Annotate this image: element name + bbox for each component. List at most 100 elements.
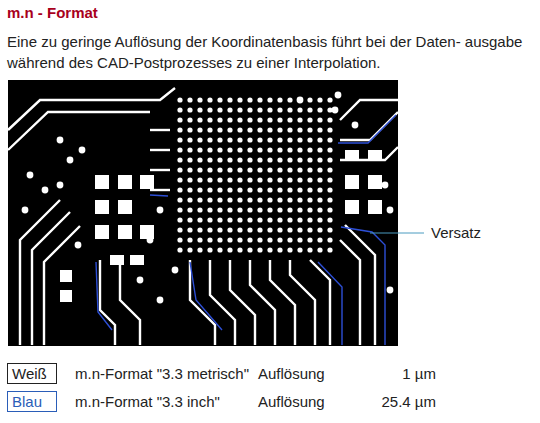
via	[332, 107, 339, 114]
bga-ball	[177, 127, 182, 132]
bga-ball	[187, 197, 192, 202]
bga-ball	[257, 247, 262, 252]
bga-ball	[227, 167, 232, 172]
bga-ball	[197, 137, 202, 142]
bga-ball	[177, 187, 182, 192]
bga-ball	[257, 117, 262, 122]
bga-ball	[317, 247, 322, 252]
bga-ball	[317, 147, 322, 152]
bga-ball	[317, 127, 322, 132]
bga-ball	[257, 237, 262, 242]
via	[297, 97, 304, 104]
via	[22, 207, 29, 214]
bga-ball	[307, 127, 312, 132]
bga-ball	[237, 107, 242, 112]
bga-ball	[227, 237, 232, 242]
bga-ball	[277, 97, 282, 102]
bga-ball	[267, 97, 272, 102]
bga-ball	[257, 167, 262, 172]
bga-ball	[217, 167, 222, 172]
bga-ball	[277, 247, 282, 252]
bga-ball	[317, 207, 322, 212]
bga-ball	[187, 97, 192, 102]
bga-ball	[307, 97, 312, 102]
key-box: Blau	[7, 391, 57, 412]
bga-ball	[227, 227, 232, 232]
bga-ball	[217, 237, 222, 242]
bga-ball	[257, 187, 262, 192]
bga-ball	[297, 97, 302, 102]
bga-ball	[227, 127, 232, 132]
bga-ball	[217, 197, 222, 202]
bga-ball	[297, 117, 302, 122]
bga-ball	[287, 157, 292, 162]
bga-ball	[327, 127, 332, 132]
bga-ball	[277, 187, 282, 192]
bga-ball	[247, 127, 252, 132]
bga-ball	[187, 207, 192, 212]
via	[75, 242, 82, 249]
bga-ball	[277, 197, 282, 202]
bga-ball	[267, 207, 272, 212]
bga-ball	[217, 107, 222, 112]
bga-ball	[237, 217, 242, 222]
bga-ball	[237, 167, 242, 172]
bga-ball	[247, 247, 252, 252]
bga-ball	[217, 117, 222, 122]
bga-ball	[287, 247, 292, 252]
bga-ball	[187, 227, 192, 232]
bga-ball	[217, 157, 222, 162]
bga-ball	[187, 247, 192, 252]
bga-ball	[267, 187, 272, 192]
bga-ball	[217, 147, 222, 152]
bga-ball	[257, 207, 262, 212]
bga-ball	[267, 147, 272, 152]
bga-ball	[317, 177, 322, 182]
bga-ball	[297, 187, 302, 192]
bga-ball	[327, 157, 332, 162]
bga-ball	[187, 237, 192, 242]
bga-ball	[207, 207, 212, 212]
via	[57, 137, 64, 144]
bga-ball	[177, 167, 182, 172]
bga-ball	[187, 137, 192, 142]
bga-ball	[287, 207, 292, 212]
bga-ball	[267, 177, 272, 182]
leader-line	[370, 233, 424, 234]
bga-ball	[277, 217, 282, 222]
bga-ball	[287, 177, 292, 182]
bga-ball	[327, 147, 332, 152]
bga-ball	[197, 167, 202, 172]
bga-ball	[217, 127, 222, 132]
bga-ball	[317, 97, 322, 102]
bga-ball	[277, 157, 282, 162]
bga-ball	[207, 127, 212, 132]
bga-ball	[197, 127, 202, 132]
bga-ball	[207, 227, 212, 232]
bga-ball	[197, 147, 202, 152]
bga-ball	[257, 217, 262, 222]
bga-ball	[277, 127, 282, 132]
bga-ball	[307, 237, 312, 242]
bga-ball	[237, 117, 242, 122]
bga-ball	[257, 107, 262, 112]
bga-ball	[197, 157, 202, 162]
bga-ball	[197, 227, 202, 232]
key-text: Weiß	[12, 365, 47, 382]
bga-ball	[307, 167, 312, 172]
bga-ball	[177, 237, 182, 242]
bga-ball	[327, 117, 332, 122]
bga-ball	[287, 107, 292, 112]
bga-ball	[277, 207, 282, 212]
bga-ball	[287, 217, 292, 222]
bga-ball	[237, 177, 242, 182]
bga-ball	[327, 187, 332, 192]
bga-ball	[227, 147, 232, 152]
bga-ball	[327, 237, 332, 242]
via	[382, 182, 389, 189]
bga-ball	[297, 167, 302, 172]
bga-ball	[307, 217, 312, 222]
format-text: m.n-Format "3.3 inch"	[75, 393, 220, 410]
bga-ball	[327, 177, 332, 182]
bga-ball	[307, 197, 312, 202]
